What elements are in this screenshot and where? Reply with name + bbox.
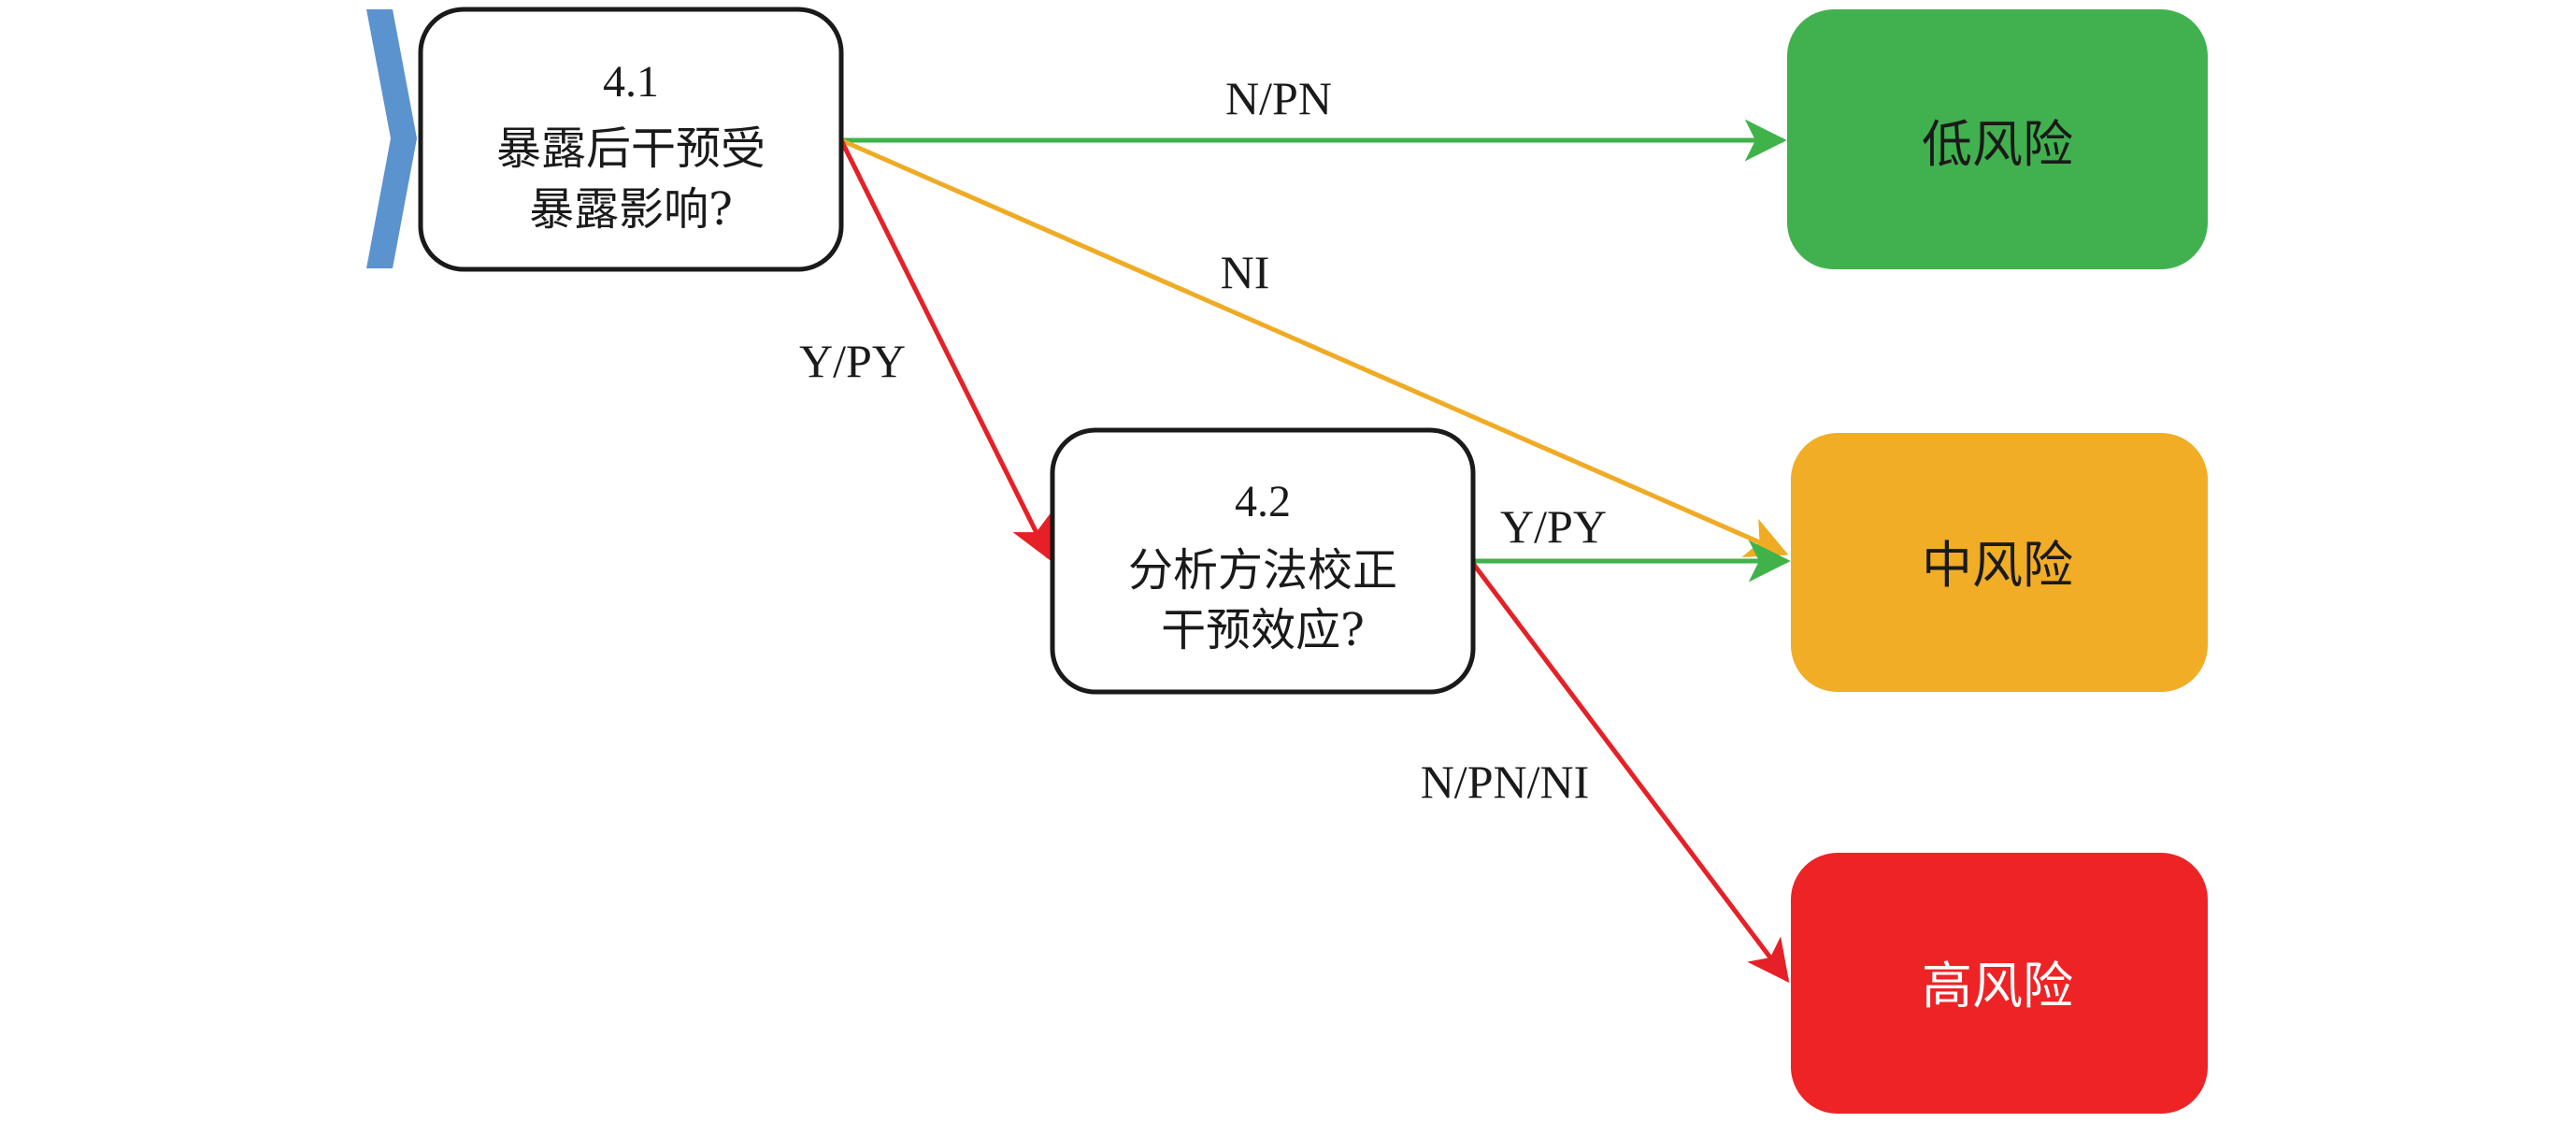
outcome-low-risk-label: 低风险	[1922, 115, 2073, 174]
edge-q41-to-q42	[838, 138, 1052, 561]
outcome-high-risk-label: 高风险	[1922, 957, 2073, 1015]
question-4-1-line1: 暴露后干预受	[496, 122, 766, 175]
outcome-low-risk: 低风险	[1787, 9, 2208, 269]
entry-chevron-icon	[366, 9, 417, 268]
question-4-2-number: 4.2	[1235, 477, 1291, 526]
question-4-2-line1: 分析方法校正	[1128, 544, 1397, 597]
edge-label-q41-medium: NI	[1221, 246, 1270, 298]
edge-label-q42-high: N/PN/NI	[1421, 756, 1590, 808]
outcome-medium-risk: 中风险	[1791, 433, 2208, 692]
edge-label-q41-q42: Y/PY	[799, 335, 906, 387]
edge-label-q42-medium: Y/PY	[1500, 500, 1607, 553]
outcome-high-risk: 高风险	[1791, 853, 2208, 1114]
edge-q41-to-medium	[839, 137, 1789, 558]
question-box-4-2: 4.2 分析方法校正 干预效应?	[1050, 427, 1476, 695]
question-4-2-line2: 干预效应?	[1161, 604, 1365, 656]
outcome-medium-risk-label: 中风险	[1922, 536, 2073, 595]
question-4-1-line2: 暴露影响?	[529, 183, 733, 236]
edge-label-q41-low: N/PN	[1225, 72, 1332, 124]
edge-q42-to-high	[1469, 559, 1790, 983]
question-4-1-number: 4.1	[603, 57, 659, 107]
question-box-4-1: 4.1 暴露后干预受 暴露影响?	[418, 7, 844, 272]
